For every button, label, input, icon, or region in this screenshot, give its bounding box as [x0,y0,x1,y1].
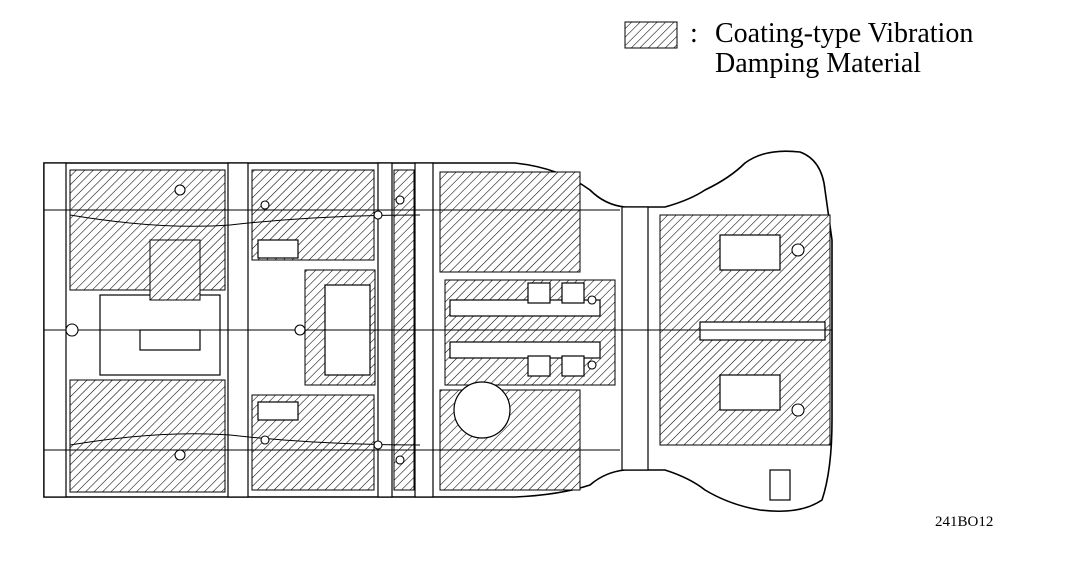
bolt-hole [174,184,186,196]
bolt-hole [373,440,383,450]
side-member-upper [257,239,299,259]
bolt-holes [65,184,805,465]
front-lip [769,469,791,501]
side-member-lower [257,401,299,421]
floor-panel [43,150,833,513]
front-tunnel-band-1 [449,299,601,317]
legend: : Coating-type Vibration Damping Materia… [624,18,973,79]
dash-cross-member [621,206,649,471]
front-mount-pad-4 [561,355,585,377]
figure-code: 241BO12 [935,514,993,530]
legend-separator: : [690,18,698,49]
bolt-hole [395,455,405,465]
side-sill-curve-lower [69,433,421,446]
bolt-hole [260,200,270,210]
side-sill-curve-upper [69,214,421,227]
legend-hatch-swatch [624,21,678,49]
toe-board-recess-lower [719,374,781,411]
bolt-hole [587,295,597,305]
toe-board-recess-upper [719,234,781,271]
bolt-hole [294,324,306,336]
bolt-hole [395,195,405,205]
front-mount-pad-2 [561,282,585,304]
bolt-hole [65,323,79,337]
front-mount-pad-1 [527,282,551,304]
front-mount-pad-3 [527,355,551,377]
rear-bracket [139,329,201,351]
front-tunnel-band-2 [449,341,601,359]
damping-area-front-upper [439,171,581,273]
bolt-hole [587,360,597,370]
bolt-hole [373,210,383,220]
damping-area-rear-upper [69,169,226,291]
bolt-hole [260,435,270,445]
toe-board-center-rib [699,321,826,341]
damping-area-rear-mid [149,239,201,301]
bolt-hole [791,243,805,257]
legend-label-line1: Coating-type Vibration [715,18,973,49]
spare-tire-well [453,381,511,439]
bolt-hole [791,403,805,417]
bolt-hole [174,449,186,461]
legend-label-line2: Damping Material [715,48,921,79]
